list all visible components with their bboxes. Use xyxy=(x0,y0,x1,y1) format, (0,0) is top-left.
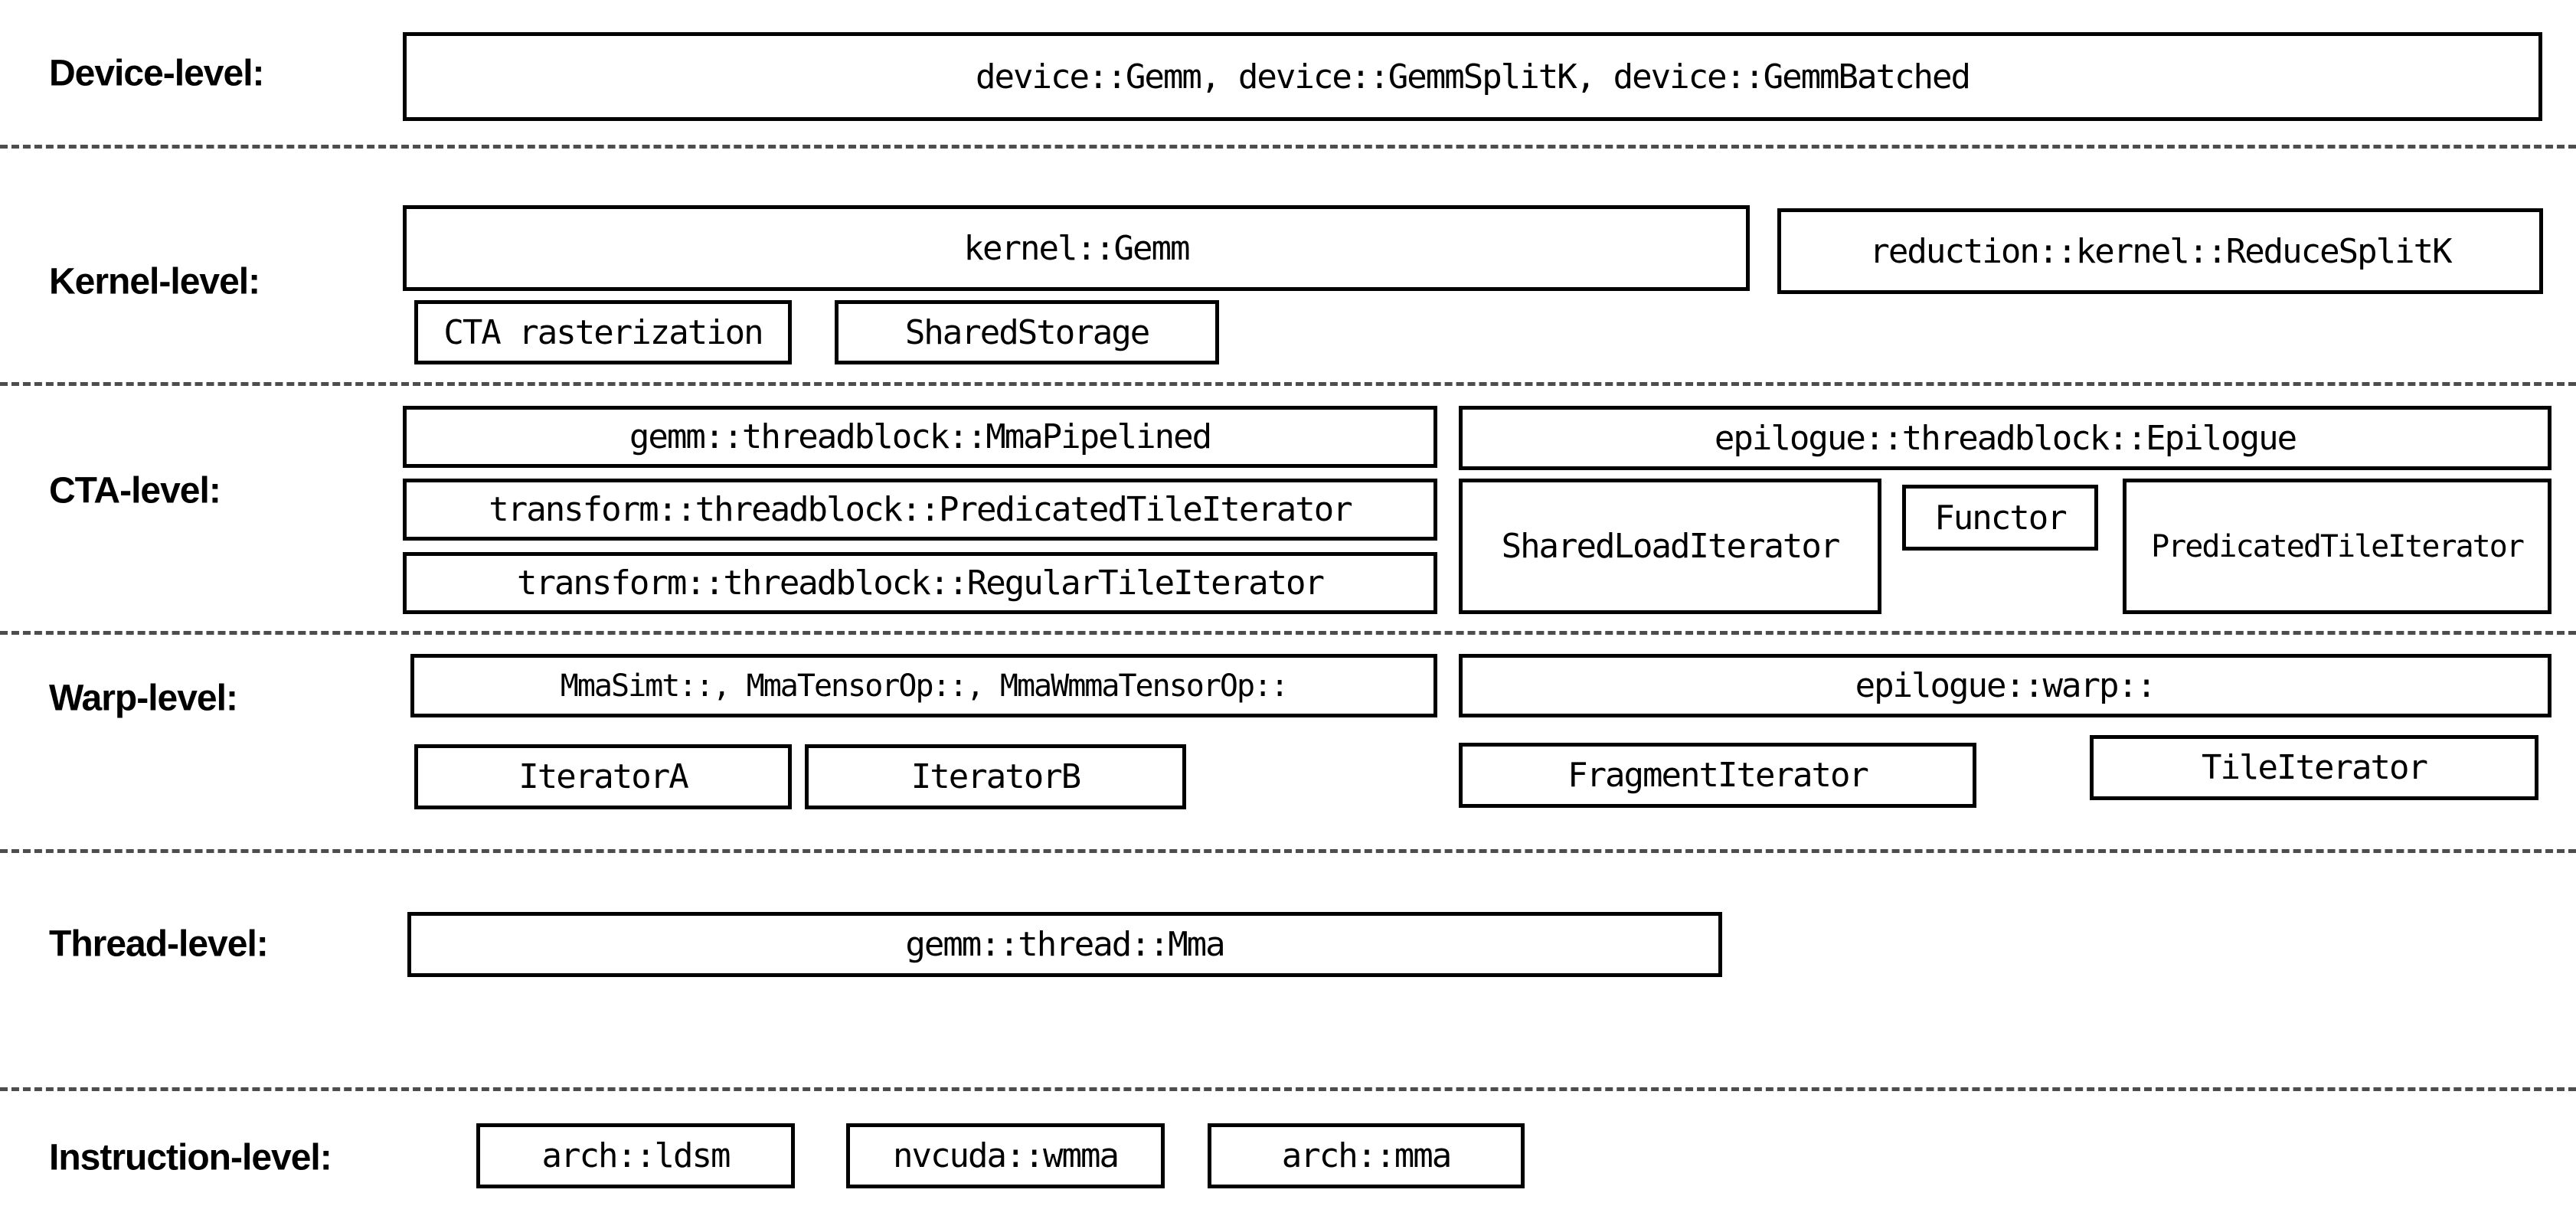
row-label-warp-level: Warp-level: xyxy=(49,678,238,719)
row-divider xyxy=(0,849,2576,853)
box-thread-mma: gemm::thread::Mma xyxy=(407,912,1722,977)
row-label-device-level: Device-level: xyxy=(49,53,265,94)
row-label-instruction-level: Instruction-level: xyxy=(49,1137,332,1178)
box-reduce-splitk: reduction::kernel::ReduceSplitK xyxy=(1777,208,2543,294)
row-label-kernel-level: Kernel-level: xyxy=(49,261,260,302)
box-arch-ldsm: arch::ldsm xyxy=(476,1123,795,1188)
box-shared-load-iterator: SharedLoadIterator xyxy=(1459,479,1881,614)
box-epilogue-warp: epilogue::warp:: xyxy=(1459,654,2551,717)
box-nvcuda-wmma: nvcuda::wmma xyxy=(846,1123,1165,1188)
box-arch-mma: arch::mma xyxy=(1208,1123,1525,1188)
box-device-gemm: device::Gemm, device::GemmSplitK, device… xyxy=(403,32,2542,121)
box-kernel-gemm: kernel::Gemm xyxy=(403,205,1750,291)
box-iterator-b: IteratorB xyxy=(805,744,1186,809)
row-divider xyxy=(0,631,2576,635)
row-label-thread-level: Thread-level: xyxy=(49,923,269,965)
box-predicated-tile-iterator-epilogue: PredicatedTileIterator xyxy=(2123,479,2551,614)
box-tile-iterator: TileIterator xyxy=(2090,735,2538,800)
row-divider xyxy=(0,145,2576,149)
box-fragment-iterator: FragmentIterator xyxy=(1459,743,1976,808)
row-divider xyxy=(0,382,2576,386)
box-iterator-a: IteratorA xyxy=(414,744,792,809)
box-warp-mma: MmaSimt::, MmaTensorOp::, MmaWmmaTensorO… xyxy=(410,654,1437,717)
row-label-cta-level: CTA-level: xyxy=(49,470,221,511)
box-cta-rasterization: CTA rasterization xyxy=(414,300,792,364)
box-functor: Functor xyxy=(1902,485,2098,551)
box-mma-pipelined: gemm::threadblock::MmaPipelined xyxy=(403,406,1437,468)
box-epilogue-threadblock: epilogue::threadblock::Epilogue xyxy=(1459,406,2551,470)
row-divider xyxy=(0,1087,2576,1091)
box-predicated-tile-iterator-cta: transform::threadblock::PredicatedTileIt… xyxy=(403,479,1437,541)
box-regular-tile-iterator: transform::threadblock::RegularTileItera… xyxy=(403,552,1437,614)
box-shared-storage: SharedStorage xyxy=(835,300,1219,364)
